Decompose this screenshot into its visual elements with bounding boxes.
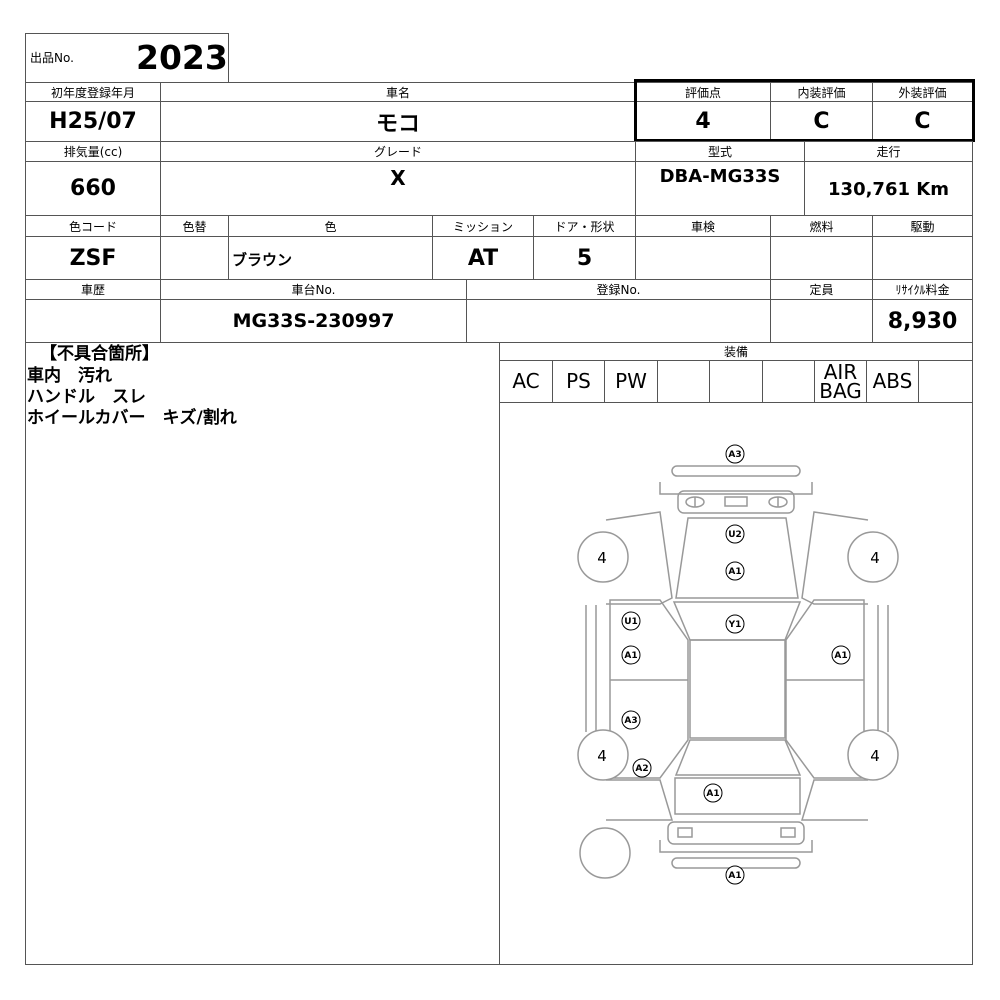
displacement-label: 排気量(cc) [25,141,161,162]
recycle-label: ﾘｻｲｸﾙ料金 [872,279,973,300]
color-label: 色 [228,215,433,237]
fuel-value [770,236,873,280]
tire-front-right: 4 [870,549,880,567]
tire-rear-left: 4 [597,747,607,765]
mission-label: ミッション [432,215,534,237]
damage-mark: U1 [624,617,638,627]
evaluation-frame [634,79,975,142]
door-value: 5 [533,236,636,280]
grade-cell: X [160,161,636,216]
chassis-label: 車台No. [160,279,467,300]
reg-no-label: 登録No. [466,279,771,300]
car-name-value: モコ [160,101,636,142]
grade-value: X [390,166,406,190]
defect-line: ハンドル スレ [27,387,146,407]
tire-front-left: 4 [597,549,607,567]
drive-value [872,236,973,280]
defect-line: ホイールカバー キズ/割れ [27,408,237,428]
mileage-value: 130,761 Km [828,179,949,200]
inspection-label: 車検 [635,215,771,237]
equipment-item: ABS [866,360,919,403]
damage-mark: A2 [635,764,648,774]
damage-mark: A1 [706,789,719,799]
mileage-cell: 130,761 Km [804,161,973,216]
color-value: ブラウン [232,251,293,269]
equipment-item: PW [604,360,658,403]
color-cell: ブラウン [228,236,433,280]
model-value: DBA-MG33S [659,166,781,187]
history-value [25,299,161,343]
damage-mark: A1 [624,651,637,661]
damage-mark: U2 [728,530,742,540]
defect-line: 車内 汚れ [27,366,112,386]
lot-number: 2023 [136,38,228,77]
capacity-value [770,299,873,343]
model-label: 型式 [635,141,805,162]
equipment-item [918,360,973,403]
drive-label: 駆動 [872,215,973,237]
damage-mark: A1 [834,651,847,661]
lot-label: 出品No. [30,51,74,65]
first-reg-label: 初年度登録年月 [25,82,161,102]
equipment-item: AC [499,360,553,403]
first-reg-value: H25/07 [25,101,161,142]
damage-mark: Y1 [728,620,742,630]
tire-rear-right: 4 [870,747,880,765]
damage-mark: A1 [728,567,741,577]
inspection-value [635,236,771,280]
displacement-value: 660 [25,161,161,216]
damage-mark: A3 [624,716,637,726]
defect-panel [25,342,500,965]
car-name-label: 車名 [160,82,636,102]
door-label: ドア・形状 [533,215,636,237]
equipment-title: 装備 [723,345,748,359]
color-change-value [160,236,229,280]
equipment-item: PS [552,360,605,403]
mission-value: AT [432,236,534,280]
car-damage-diagram: 4 4 4 4 A3 U2 A1 U1 Y1 A1 A1 A3 A2 A1 A1 [577,444,899,885]
damage-mark: A1 [728,871,741,881]
lot-number-box: 出品No. 2023 [25,33,229,83]
capacity-label: 定員 [770,279,873,300]
history-label: 車歴 [25,279,161,300]
fuel-label: 燃料 [770,215,873,237]
inspection-panel [499,342,973,965]
defect-title: 【不具合箇所】 [40,344,159,364]
grade-label: グレード [160,141,636,162]
chassis-value: MG33S-230997 [160,299,467,343]
equipment-item [709,360,763,403]
mileage-label: 走行 [804,141,973,162]
equipment-item [762,360,815,403]
color-code-label: 色コード [25,215,161,237]
equipment-item [657,360,710,403]
damage-mark: A3 [728,450,741,460]
color-code-value: ZSF [25,236,161,280]
reg-no-value [466,299,771,343]
model-cell: DBA-MG33S [635,161,805,216]
recycle-value: 8,930 [872,299,973,343]
color-change-label: 色替 [160,215,229,237]
